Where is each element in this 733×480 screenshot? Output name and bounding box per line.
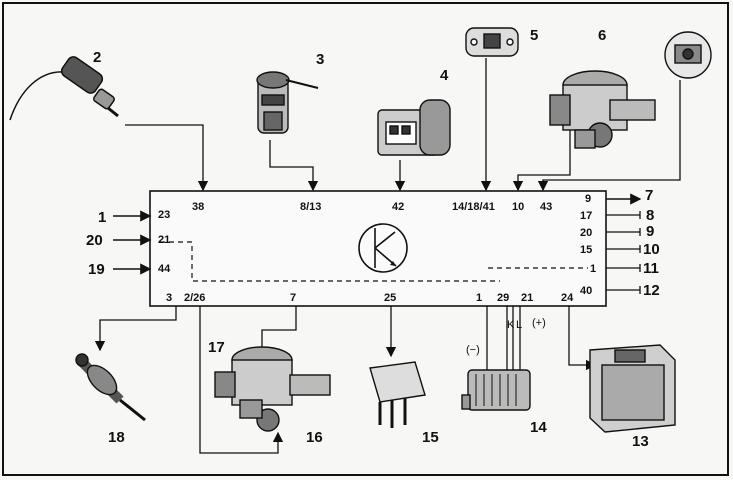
pin-14-18-41: 14/18/41 — [452, 201, 495, 213]
component-12-label: 12 — [643, 282, 660, 299]
pin-8-13: 8/13 — [300, 201, 322, 213]
component-18-actuator — [75, 353, 146, 422]
pin-21: 21 — [158, 234, 171, 246]
negative-mark: (−) — [466, 344, 480, 356]
pin-40: 40 — [580, 285, 593, 297]
component-3-label: 3 — [316, 51, 325, 68]
component-14-label: 14 — [530, 419, 547, 436]
pin-7: 7 — [290, 292, 297, 304]
component-20-label: 20 — [86, 232, 103, 249]
component-10-label: 10 — [643, 241, 660, 258]
component-18-label: 18 — [108, 429, 125, 446]
component-19-label: 19 — [88, 261, 105, 278]
component-11-label: 11 — [643, 260, 659, 277]
ecu-symbol — [358, 223, 408, 273]
pin-15: 15 — [580, 244, 593, 256]
pin-20: 20 — [580, 227, 593, 239]
diagram-frame — [2, 2, 729, 476]
pin-24: 24 — [561, 292, 574, 304]
pin-1-bottom: 1 — [476, 292, 483, 304]
pin-3: 3 — [166, 292, 173, 304]
pin-25: 25 — [384, 292, 397, 304]
positive-mark: (+) — [532, 317, 546, 329]
k-mark: K — [507, 319, 515, 331]
component-16-label: 16 — [306, 429, 323, 446]
pin-44: 44 — [158, 263, 171, 275]
ecu-box — [149, 190, 607, 307]
pin-9: 9 — [585, 193, 592, 205]
pin-10: 10 — [512, 201, 525, 213]
component-16-17-throttle-assembly — [214, 346, 331, 432]
component-5-sensor — [465, 27, 519, 57]
component-13-module — [589, 344, 676, 433]
pin-23: 23 — [158, 209, 171, 221]
pin-21-bottom: 21 — [521, 292, 534, 304]
component-14-connector — [461, 369, 531, 411]
pin-29: 29 — [497, 292, 510, 304]
component-8-label: 8 — [646, 207, 655, 224]
component-15-relay — [369, 361, 426, 428]
pin-1-right: 1 — [590, 263, 597, 275]
pin-38: 38 — [192, 201, 205, 213]
component-15-label: 15 — [422, 429, 439, 446]
component-9-label: 9 — [646, 223, 655, 240]
component-17-label: 17 — [208, 339, 225, 356]
component-6-detail-inset — [664, 31, 712, 79]
component-7-label: 7 — [645, 187, 654, 204]
pin-2-26: 2/26 — [184, 292, 206, 304]
component-1-label: 1 — [98, 209, 107, 226]
component-5-label: 5 — [530, 27, 539, 44]
component-4-label: 4 — [440, 67, 449, 84]
component-13-label: 13 — [632, 433, 649, 450]
pin-43: 43 — [540, 201, 553, 213]
component-2-sensor — [9, 56, 119, 121]
pin-42: 42 — [392, 201, 405, 213]
component-6-label: 6 — [598, 27, 607, 44]
component-2-label: 2 — [93, 49, 102, 66]
component-4-connector — [377, 99, 451, 156]
l-mark: L — [516, 319, 523, 331]
pin-17: 17 — [580, 210, 593, 222]
component-3-sensor — [256, 71, 319, 134]
internal-dashed-line — [160, 241, 500, 282]
component-6-throttle-body — [549, 70, 656, 149]
